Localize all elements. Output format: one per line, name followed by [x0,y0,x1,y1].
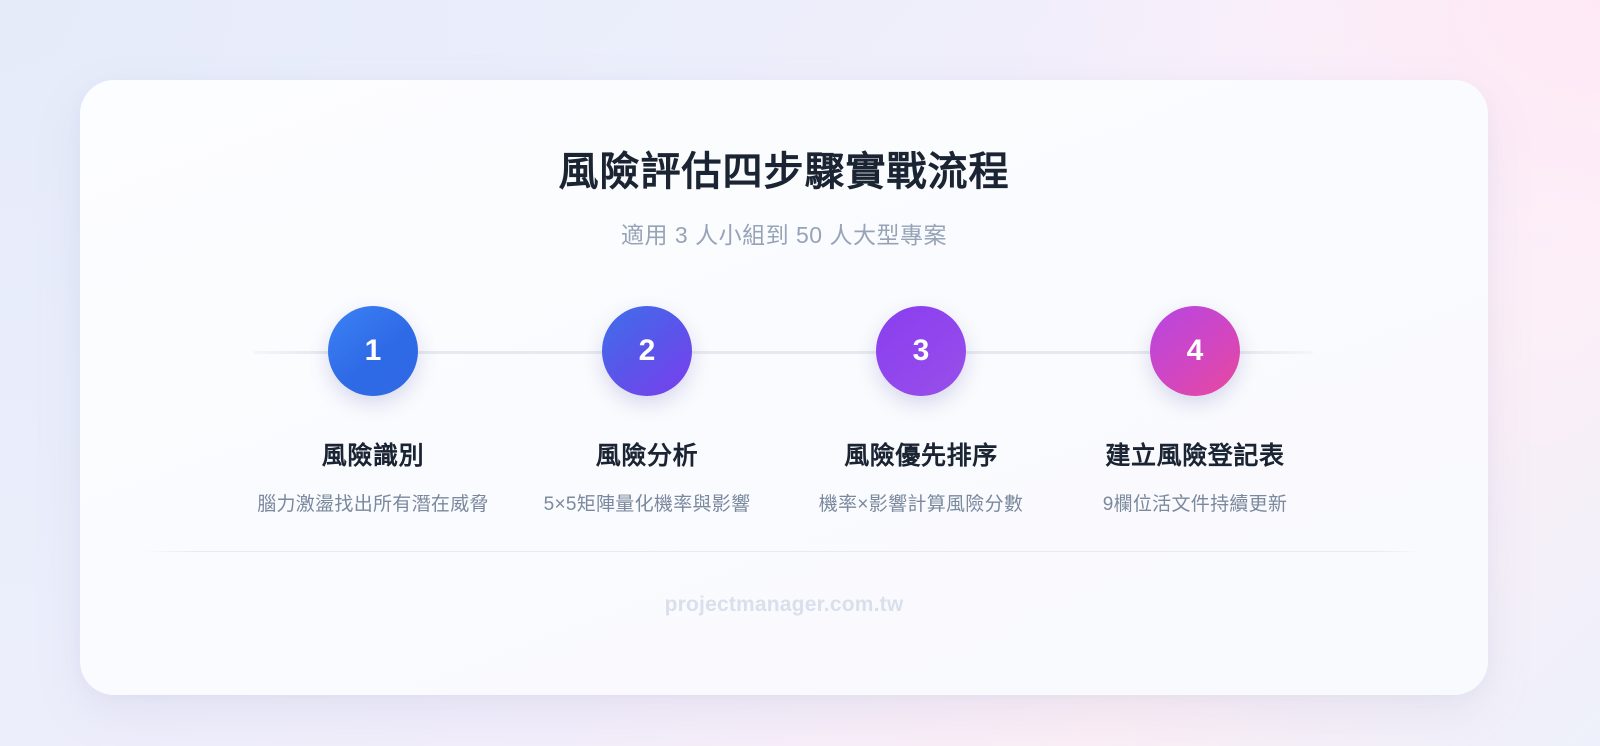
step-description-3: 機率×影響計算風險分數 [818,494,1024,515]
step-description-1: 腦力激盪找出所有潛在威脅 [257,494,489,515]
step-number-4: 4 [1186,334,1204,367]
step-description-2: 5×5矩陣量化機率與影響 [543,494,751,515]
step-number-3: 3 [912,334,930,367]
steps-list: 1 風險識別 腦力激盪找出所有潛在威脅 2 風險分析 5×5矩陣量化機率與影響 … [80,306,1488,516]
step-item-1: 1 風險識別 腦力激盪找出所有潛在威脅 [236,306,510,516]
page-subtitle: 適用 3 人小組到 50 人大型專案 [621,222,947,248]
step-title-4: 建立風險登記表 [1105,442,1285,470]
footer-site-label: projectmanager.com.tw [664,593,904,616]
step-number-badge-2: 2 [602,306,692,396]
step-number-2: 2 [638,334,656,367]
step-title-3: 風險優先排序 [844,442,998,470]
footer-divider [143,551,1425,552]
step-title-2: 風險分析 [595,442,699,470]
step-item-3: 3 風險優先排序 機率×影響計算風險分數 [784,306,1058,516]
step-item-4: 4 建立風險登記表 9欄位活文件持續更新 [1058,306,1332,516]
step-connector-line [253,351,1313,354]
step-number-1: 1 [364,334,382,367]
step-title-1: 風險識別 [321,442,425,470]
step-number-badge-1: 1 [328,306,418,396]
infographic-card: 風險評估四步驟實戰流程 適用 3 人小組到 50 人大型專案 1 風險識別 腦力… [80,80,1488,695]
step-description-4: 9欄位活文件持續更新 [1102,494,1288,515]
step-number-badge-4: 4 [1150,306,1240,396]
step-number-badge-3: 3 [876,306,966,396]
step-item-2: 2 風險分析 5×5矩陣量化機率與影響 [510,306,784,516]
header: 風險評估四步驟實戰流程 適用 3 人小組到 50 人大型專案 [80,80,1488,250]
steps-area: 1 風險識別 腦力激盪找出所有潛在威脅 2 風險分析 5×5矩陣量化機率與影響 … [80,306,1488,566]
page-title: 風險評估四步驟實戰流程 [558,150,1010,194]
